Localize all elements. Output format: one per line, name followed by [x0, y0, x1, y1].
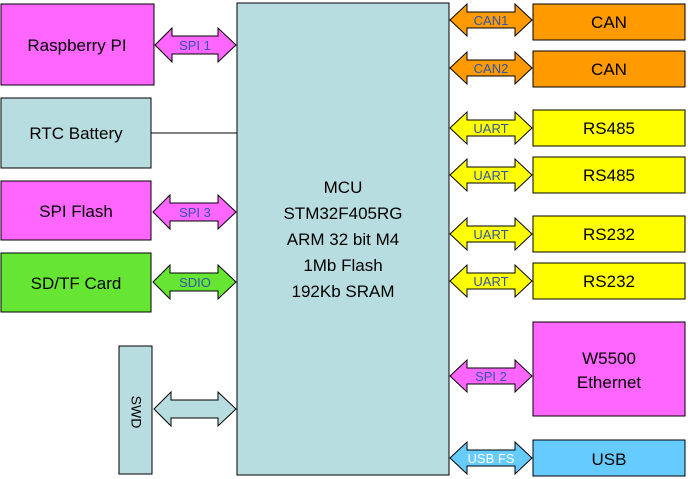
mcu-line-2: STM32F405RG	[283, 204, 402, 223]
mcu-line-1: MCU	[324, 178, 363, 197]
can1-block-label: CAN	[591, 13, 627, 32]
can2-link-label: CAN2	[474, 61, 509, 76]
uart1-arrow: UART	[449, 110, 533, 146]
spi3-label: SPI 3	[179, 205, 211, 220]
rtc-battery-block	[0, 97, 152, 169]
usb-block-label: USB	[592, 450, 627, 469]
can2-block-label: CAN	[591, 60, 627, 79]
uart3-arrow: UART	[449, 216, 533, 252]
sd-card-label: SD/TF Card	[31, 274, 122, 293]
usbfs-label: USB FS	[468, 451, 515, 466]
swd-arrow	[153, 390, 237, 428]
rs485-2-label: RS485	[583, 166, 635, 185]
rs232-1-label: RS232	[583, 225, 635, 244]
mcu-block	[236, 2, 450, 476]
mcu-line-3: ARM 32 bit M4	[287, 230, 399, 249]
mcu-line-5: 192Kb SRAM	[292, 282, 395, 301]
spi3-arrow: SPI 3	[152, 193, 237, 231]
can1-block	[532, 3, 686, 41]
ethernet-label-1: W5500	[582, 349, 636, 368]
raspberry-pi-block	[0, 3, 155, 86]
usbfs-arrow: USB FS	[449, 440, 533, 476]
uart2-arrow: UART	[449, 157, 533, 193]
rs485-1-block	[532, 109, 686, 147]
ethernet-label-2: Ethernet	[577, 373, 642, 392]
rs485-1-label: RS485	[583, 119, 635, 138]
rs485-2-block	[532, 156, 686, 194]
uart3-label: UART	[473, 227, 508, 242]
uart4-arrow: UART	[449, 263, 533, 299]
rs232-1-block	[532, 215, 686, 253]
can2-block	[532, 50, 686, 88]
swd-label: SWD	[128, 396, 144, 429]
uart2-label: UART	[473, 168, 508, 183]
rs232-2-label: RS232	[583, 272, 635, 291]
can1-arrow: CAN1	[449, 2, 533, 38]
uart1-label: UART	[473, 121, 508, 136]
spi1-label: SPI 1	[179, 38, 211, 53]
rs232-2-block	[532, 262, 686, 300]
raspberry-pi-label: Raspberry PI	[27, 36, 126, 55]
mcu-line-4: 1Mb Flash	[303, 256, 382, 275]
swd-block	[118, 345, 153, 475]
spi-flash-block	[0, 180, 152, 241]
spi-flash-label: SPI Flash	[39, 202, 113, 221]
uart4-label: UART	[473, 274, 508, 289]
ethernet-block	[532, 321, 686, 417]
spi1-arrow: SPI 1	[154, 26, 237, 64]
spi2-arrow: SPI 2	[449, 358, 533, 394]
spi2-label: SPI 2	[475, 369, 507, 384]
usb-block	[532, 439, 686, 477]
sdio-arrow: SDIO	[152, 263, 237, 301]
sdio-label: SDIO	[179, 275, 211, 290]
sd-card-block	[0, 252, 152, 313]
can2-arrow: CAN2	[449, 50, 533, 86]
rtc-battery-label: RTC Battery	[29, 124, 123, 143]
can1-link-label: CAN1	[474, 13, 509, 28]
